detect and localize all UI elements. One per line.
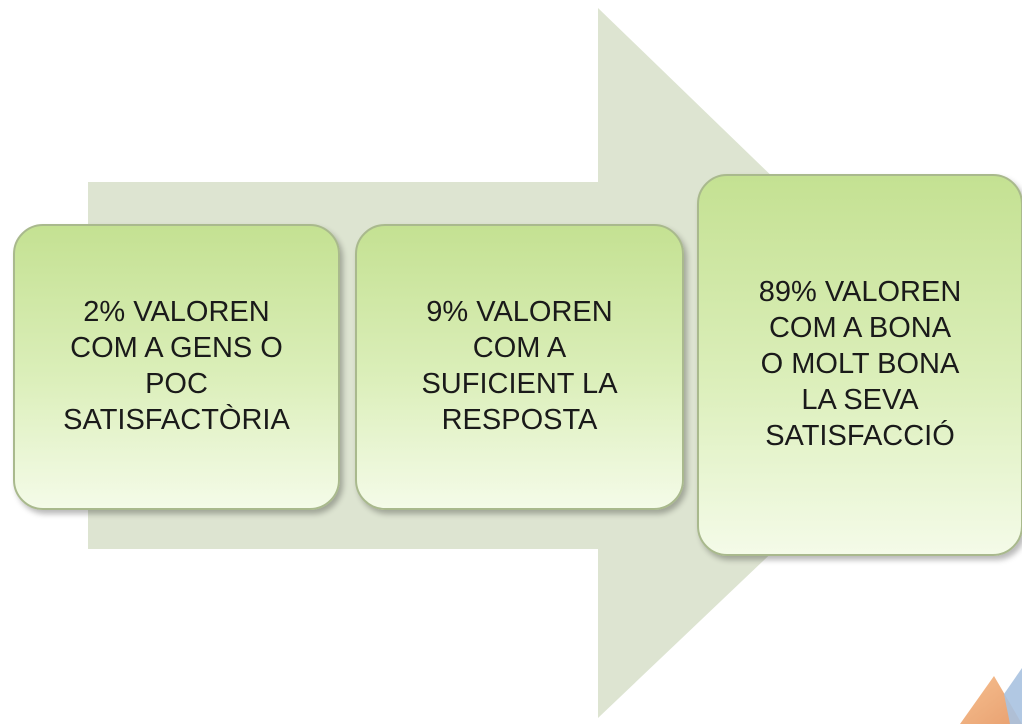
step-box-gens-satisfactoria: 2% VALOREN COM A GENS O POC SATISFACTÒRI… bbox=[13, 224, 340, 510]
step-text: 2% VALOREN COM A GENS O POC SATISFACTÒRI… bbox=[63, 296, 290, 436]
step-text: 89% VALOREN COM A BONA O MOLT BONA LA SE… bbox=[758, 276, 962, 452]
step-box-suficient: 9% VALOREN COM A SUFICIENT LA RESPOSTA bbox=[355, 224, 684, 510]
corner-logo-mark bbox=[960, 676, 1022, 724]
step-text: 9% VALOREN COM A SUFICIENT LA RESPOSTA bbox=[421, 296, 618, 436]
corner-logo-accent bbox=[1004, 668, 1022, 724]
step-box-bona-satisfaccio: 89% VALOREN COM A BONA O MOLT BONA LA SE… bbox=[697, 174, 1022, 556]
